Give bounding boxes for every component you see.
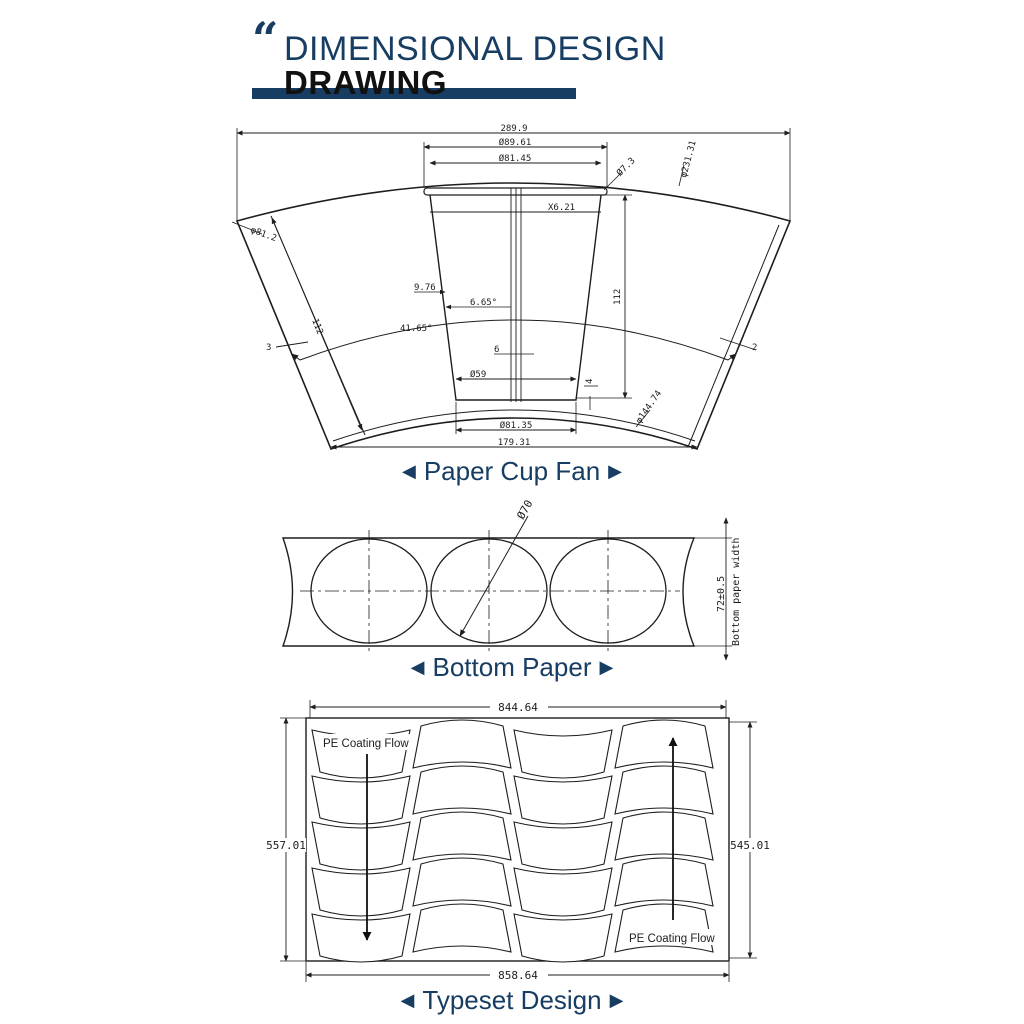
- dim-typeset-bottom-width: 858.64: [498, 969, 538, 982]
- caption-typeset-text: Typeset Design: [422, 985, 602, 1015]
- dim-bottom-width-value: 72±0.5: [716, 576, 727, 612]
- dim-bottom-offset: 6: [494, 345, 499, 355]
- dim-bottom-width-label: Bottom paper width: [731, 538, 742, 646]
- dim-left-radius: φ81.2: [249, 225, 278, 244]
- typeset-fan-piece: [311, 775, 411, 825]
- dim-outer-radius: φ231.31: [679, 140, 698, 179]
- typeset-fan-piece: [614, 857, 714, 907]
- typeset-fan-piece: [513, 775, 613, 825]
- dim-top-inner-dia: Ø81.45: [499, 153, 532, 164]
- bottom-paper-strip: [282, 537, 696, 647]
- typeset-fan-piece: [513, 913, 613, 963]
- dim-height-right: 112: [613, 289, 623, 305]
- dim-height-left: 112: [309, 317, 324, 336]
- dim-seam-right: 2: [752, 343, 757, 353]
- caption-arrow-left-icon: ◀: [400, 990, 415, 1010]
- typeset-fan-piece: [614, 811, 714, 861]
- bottom-paper-drawing: Ø70 72±0.5 Bottom paper width: [282, 498, 742, 661]
- dim-typeset-left-height: 557.01: [266, 839, 306, 852]
- pe-flow-label-bottom: PE Coating Flow: [629, 933, 715, 945]
- cup-body: [429, 194, 602, 401]
- typeset-design-drawing: PE Coating Flow PE Coating Flow 844.64 8…: [266, 700, 770, 982]
- fan-inner-edge-right: [687, 224, 780, 448]
- caption-arrow-left-icon: ◀: [401, 461, 416, 481]
- dim-typeset-top-width: 844.64: [498, 701, 538, 714]
- typeset-fan-piece: [311, 867, 411, 917]
- typeset-fan-piece: [513, 821, 613, 871]
- cup-rim: [423, 187, 608, 196]
- dim-cone-angle: 6.65°: [470, 298, 497, 308]
- fan-outline: [235, 182, 792, 451]
- dim-rim-x: X6.21: [548, 203, 575, 213]
- header-quote-mark: “: [252, 12, 279, 66]
- title-underline-bar: [252, 88, 576, 99]
- typeset-fan-piece: [513, 867, 613, 917]
- caption-bottom-paper: ◀ Bottom Paper ▶: [0, 654, 1024, 680]
- dim-overall-width: 289.9: [500, 124, 527, 134]
- pe-flow-label-top: PE Coating Flow: [323, 738, 409, 750]
- caption-arrow-right-icon: ▶: [608, 461, 622, 481]
- caption-typeset-design: ◀ Typeset Design ▶: [0, 987, 1024, 1013]
- dim-base-dia: Ø59: [470, 369, 486, 380]
- typeset-fan-piece: [412, 857, 512, 907]
- typeset-fan-piece: [311, 821, 411, 871]
- dim-circle-dia: Ø70: [514, 498, 535, 522]
- dim-inner-radius: φ144.74: [634, 389, 664, 426]
- dim-wall-offset: 9.76: [414, 283, 436, 293]
- typeset-fan-pieces: [311, 719, 714, 963]
- caption-paper-cup-fan: ◀ Paper Cup Fan ▶: [0, 458, 1024, 484]
- dim-bottom-outer-dia: Ø81.35: [500, 420, 533, 431]
- dim-bottom-chord: 179.31: [498, 438, 531, 448]
- title-line-1: DIMENSIONAL DESIGN: [284, 30, 666, 68]
- caption-bottom-text: Bottom Paper: [432, 652, 592, 682]
- typeset-fan-piece: [412, 903, 512, 953]
- dim-fan-angle: 41.65°: [400, 324, 433, 334]
- typeset-fan-piece: [614, 765, 714, 815]
- dim-seam-left: 3: [266, 343, 271, 353]
- caption-arrow-left-icon: ◀: [410, 657, 425, 677]
- fan-inner-bottom-arc: [332, 409, 696, 442]
- typeset-fan-piece: [412, 719, 512, 769]
- dim-base-gap: 4: [585, 379, 595, 384]
- caption-arrow-right-icon: ▶: [599, 657, 614, 677]
- typeset-fan-piece: [614, 719, 714, 769]
- dim-typeset-right-height: 545.01: [730, 839, 770, 852]
- typeset-fan-piece: [513, 729, 613, 779]
- typeset-fan-piece: [311, 913, 411, 963]
- dim-rim: Ø7.3: [614, 155, 637, 178]
- caption-arrow-right-icon: ▶: [609, 990, 624, 1010]
- typeset-fan-piece: [412, 811, 512, 861]
- paper-cup-fan-drawing: 289.9 Ø89.61 Ø81.45 Ø7.3 φ231.31 φ81.2 X…: [231, 124, 792, 451]
- title-line-2: DRAWING: [284, 64, 447, 101]
- dim-top-outer-dia: Ø89.61: [499, 137, 532, 148]
- caption-fan-text: Paper Cup Fan: [423, 456, 601, 486]
- typeset-fan-piece: [412, 765, 512, 815]
